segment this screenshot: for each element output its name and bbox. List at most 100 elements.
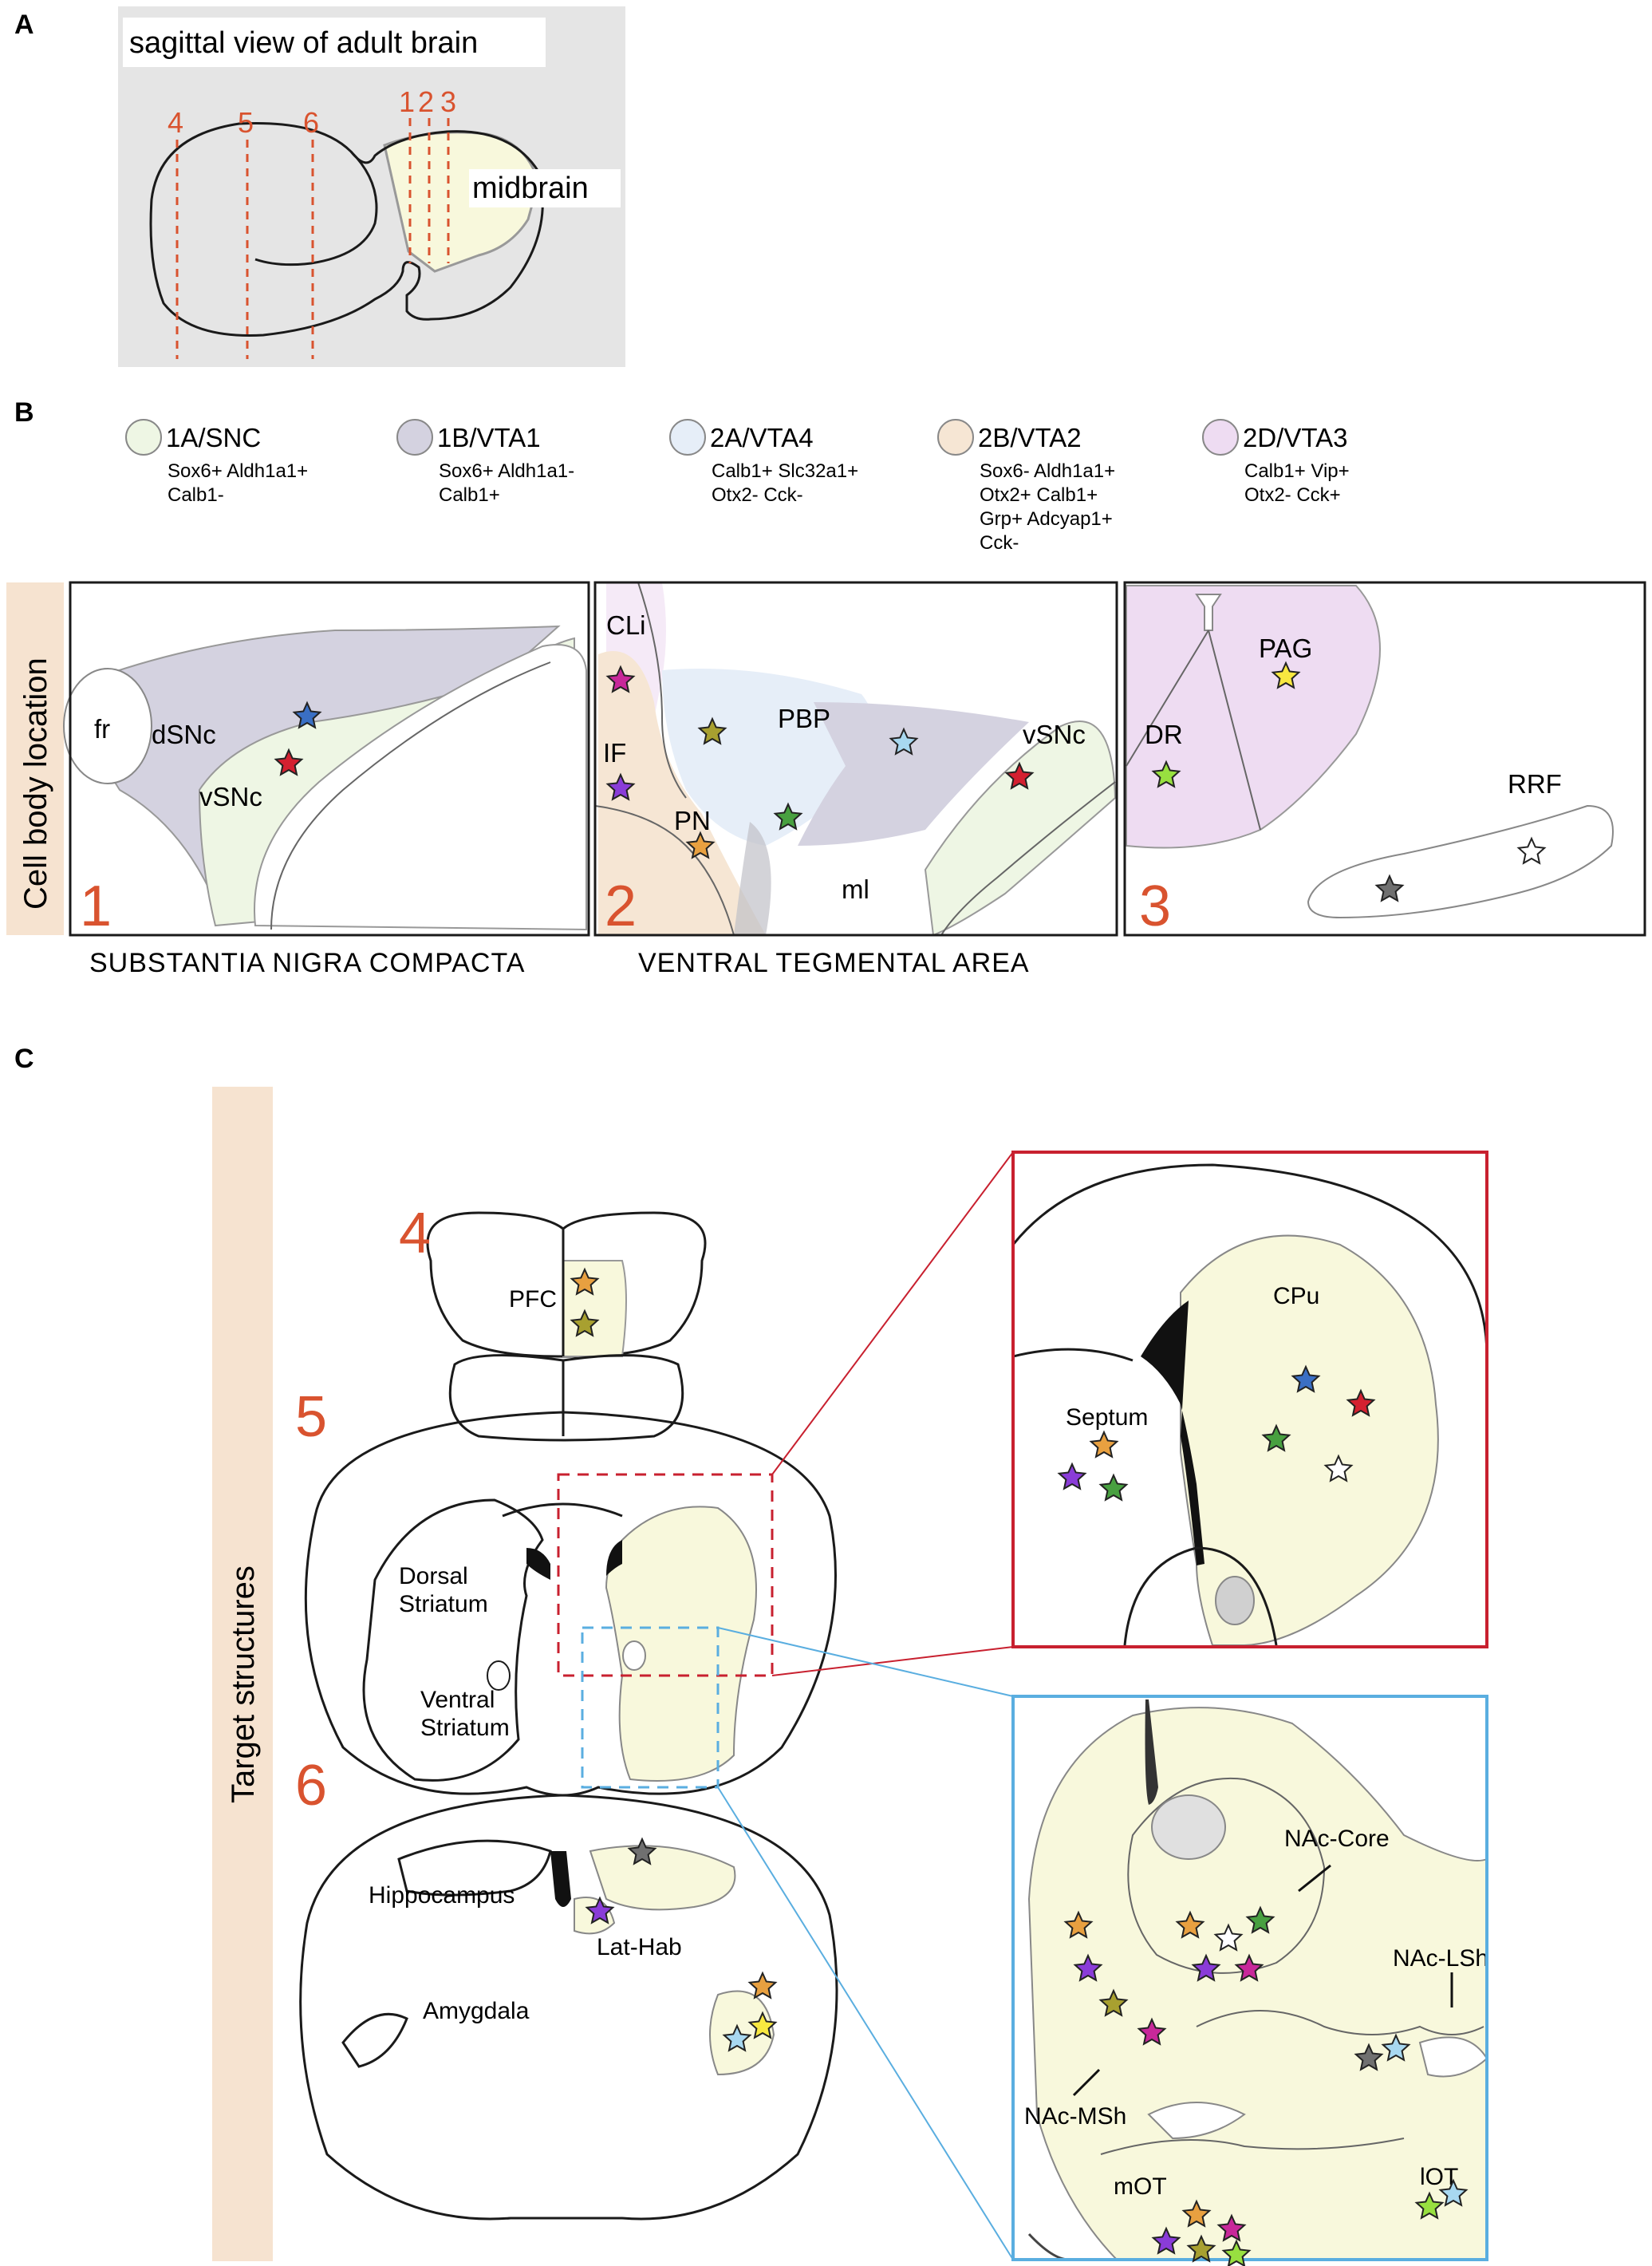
section-6-outline	[299, 1794, 838, 2221]
box-3-border	[1123, 581, 1646, 937]
legend-marker-2d-0: Calb1+ Vip+	[1244, 460, 1350, 482]
label-cli: CLi	[606, 610, 646, 640]
legend-marker-2b-1: Otx2+ Calb1+	[980, 484, 1098, 506]
label-dorsal-1: Dorsal	[399, 1563, 468, 1589]
orange-star-marker	[1181, 2199, 1212, 2228]
gray-star-marker	[1374, 874, 1405, 902]
section-num-4: 4	[168, 106, 183, 139]
magenta-star-marker	[1216, 2213, 1247, 2242]
label-pag: PAG	[1259, 634, 1312, 663]
caption-vta: VENTRAL TEGMENTAL AREA	[638, 948, 1030, 978]
orange-star-marker	[1089, 1430, 1119, 1459]
star-markers	[274, 661, 1547, 2266]
section-num-2: 2	[418, 85, 434, 118]
lime-star-marker	[1221, 2239, 1252, 2266]
section-5-outline	[304, 1411, 837, 1797]
label-vsnc-1: vSNc	[199, 782, 262, 811]
lime-star-marker	[1151, 760, 1181, 788]
yellow-star-marker	[747, 2011, 778, 2039]
zoom-box-blue-source	[581, 1626, 720, 1789]
panel-letter-b: B	[14, 397, 34, 428]
pfc-target	[562, 1260, 627, 1357]
section-5-striatum: Dorsal Striatum Ventral Striatum	[304, 1411, 837, 1797]
legend-swatch-1b	[396, 419, 433, 456]
legend-item-1a: 1A/SNC Sox6+ Aldh1a1+ Calb1-	[125, 419, 308, 506]
box-2-number: 2	[605, 874, 637, 938]
label-pn: PN	[674, 806, 711, 835]
island-1	[1147, 2102, 1246, 2140]
orange-star-marker	[747, 1971, 778, 2000]
caption-snc: SUBSTANTIA NIGRA COMPACTA	[89, 948, 525, 978]
midbrain-label-box	[469, 169, 621, 207]
label-ml: ml	[842, 874, 869, 904]
target-side-bar	[212, 1087, 273, 2261]
label-if: IF	[603, 738, 626, 768]
olive-star-marker	[1098, 1988, 1129, 2017]
label-mot: mOT	[1114, 2173, 1167, 2200]
sagittal-brain-outline	[149, 121, 544, 337]
legend-swatch-1a	[125, 419, 162, 456]
region-1b-vta1-box2	[798, 702, 1029, 846]
corpus-callosum	[502, 1502, 623, 1518]
zoom-ventricle-tip	[1145, 1700, 1158, 1805]
purple-star-marker	[1151, 2226, 1181, 2255]
right-hippocampus-target	[589, 1845, 736, 1911]
green-star-marker	[1098, 1473, 1129, 1502]
anterior-commissure-right	[622, 1640, 646, 1671]
olive-star-marker	[570, 1309, 600, 1337]
label-dr: DR	[1145, 720, 1183, 749]
third-ventricle	[550, 1851, 571, 1907]
blue-star-marker	[1291, 1364, 1321, 1393]
legend-item-2b: 2B/VTA2 Sox6- Aldh1a1+ Otx2+ Calb1+ Grp+…	[937, 419, 1115, 554]
zoom-box-red-source	[557, 1473, 774, 1677]
zoom-nac-border	[1011, 1695, 1488, 2261]
label-hippocampus: Hippocampus	[369, 1882, 515, 1909]
olive-star-marker	[697, 717, 727, 745]
legend-item-2a: 2A/VTA4 Calb1+ Slc32a1+ Otx2- Cck-	[669, 419, 858, 506]
purple-star-marker	[605, 772, 636, 801]
target-side-label: Target structures	[226, 1565, 261, 1803]
panel-letter-c: C	[14, 1044, 34, 1074]
section-lines	[175, 118, 450, 359]
legend-item-1b: 1B/VTA1 Sox6+ Aldh1a1- Calb1+	[396, 419, 574, 506]
purple-star-marker	[1057, 1462, 1087, 1490]
purple-star-marker	[1191, 1953, 1221, 1982]
lightblue-star-marker	[722, 2023, 752, 2052]
region-1a-vsnc	[924, 720, 1117, 937]
zoom-connector-red-top	[771, 1151, 1014, 1475]
section-num-6: 6	[303, 106, 319, 139]
peduncle-inner-line	[270, 661, 551, 930]
label-dsnc: dSNc	[152, 720, 216, 749]
legend-marker-2d-1: Otx2- Cck+	[1244, 484, 1341, 506]
label-rrf: RRF	[1508, 769, 1562, 799]
box-3-number: 3	[1139, 874, 1171, 938]
zoom-anterior-commissure	[1215, 1576, 1255, 1625]
zoom-connector-red-bottom	[771, 1646, 1014, 1676]
legend-marker-1a-0: Sox6+ Aldh1a1+	[168, 460, 308, 482]
legend-marker-2b-0: Sox6- Aldh1a1+	[980, 460, 1115, 482]
green-star-marker	[773, 802, 803, 831]
orange-star-marker	[570, 1267, 600, 1296]
orange-star-marker	[685, 831, 716, 859]
right-ventricle	[606, 1540, 622, 1576]
section-number-6: 6	[295, 1754, 327, 1818]
section-num-5: 5	[238, 106, 254, 139]
box-1-number: 1	[80, 874, 112, 938]
label-pbp: PBP	[778, 704, 830, 733]
section-num-3: 3	[440, 85, 456, 118]
ot-boundary	[1196, 2010, 1484, 2035]
box-2-vta: CLi PBP vSNc IF PN ml 2	[593, 581, 1118, 938]
purple-star-marker	[585, 1896, 615, 1925]
midline-shadow	[734, 822, 771, 935]
blue-star-marker	[292, 701, 322, 729]
zoom-cpu: CPu Septum	[1011, 1151, 1488, 1648]
legend-code-1b: 1B/VTA1	[437, 423, 541, 452]
cell-body-side-bar	[6, 582, 64, 935]
aqueduct	[1195, 594, 1222, 631]
left-hippocampus	[397, 1839, 552, 1897]
pointer-nac-core	[1298, 1864, 1331, 1893]
zoom-cpu-target	[1180, 1234, 1439, 1646]
cell-body-side-label: Cell body location	[18, 657, 53, 910]
zoom-ac-outline	[1123, 1546, 1278, 1646]
box-2-border	[593, 581, 1118, 937]
